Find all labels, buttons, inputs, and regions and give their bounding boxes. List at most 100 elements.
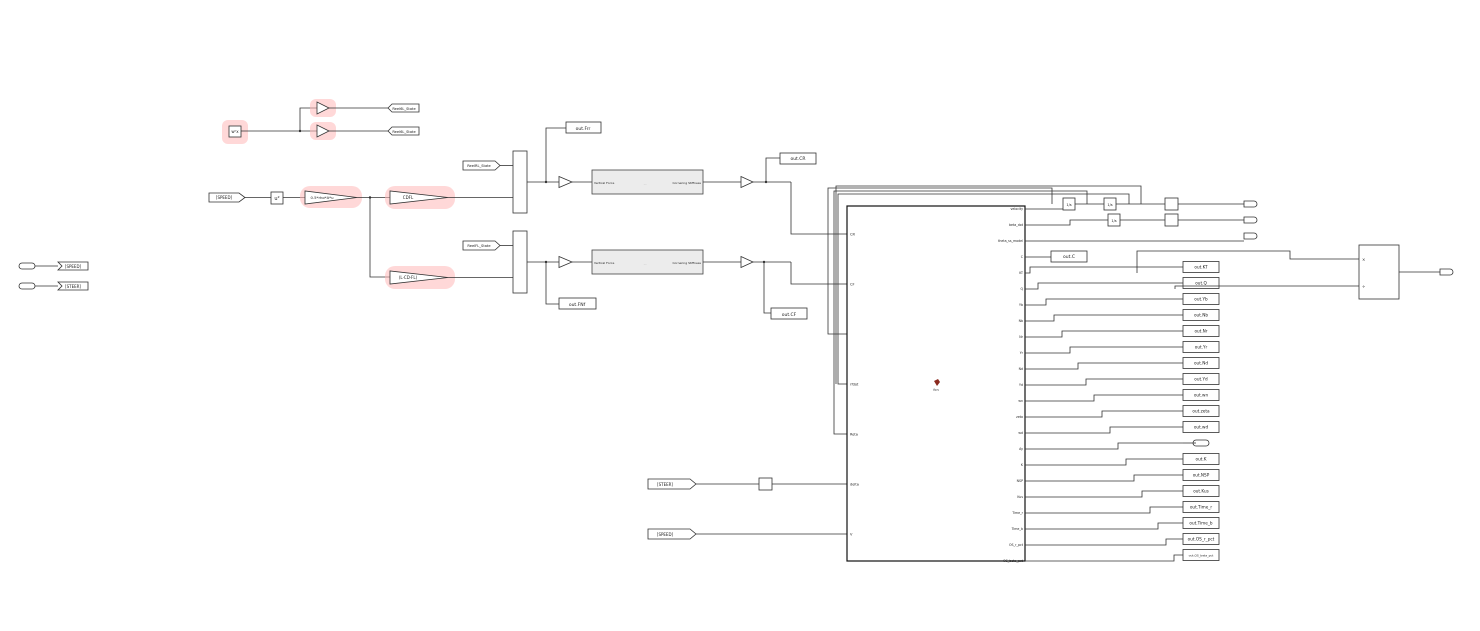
half-rho-gain-label: 0.5*rho*A*u: [311, 195, 335, 200]
output-block[interactable]: [1182, 261, 1220, 273]
front-gain[interactable]: [558, 255, 574, 269]
output-block-label: out.KT: [1194, 265, 1208, 270]
output-block[interactable]: [1182, 533, 1220, 545]
main-output-port: C: [1021, 255, 1024, 259]
rear-gain[interactable]: [558, 175, 574, 189]
out-cf-block[interactable]: out.CF: [770, 307, 808, 320]
main-output-port: theta_ss_model: [998, 239, 1023, 243]
output-block-label: out.Time_r: [1190, 505, 1213, 510]
top-constant-label: wᵉx: [231, 129, 239, 134]
output-block-label: out.Q: [1195, 281, 1207, 286]
main-output-port: velocity: [1011, 207, 1024, 211]
display-block-1[interactable]: [1164, 197, 1179, 211]
terminator-2[interactable]: [1243, 216, 1258, 224]
output-block-label: out.wn: [1194, 393, 1209, 398]
main-output-port: Yr: [1020, 351, 1024, 355]
mux-rear[interactable]: [512, 150, 528, 214]
top-constant-block[interactable]: wᵉx: [222, 120, 248, 144]
terminator-product[interactable]: [1439, 268, 1454, 276]
output-block[interactable]: [1182, 405, 1220, 417]
main-output-port: Nr: [1019, 335, 1023, 339]
output-block-label: out.zeta: [1192, 409, 1210, 414]
out-c-block[interactable]: out.C: [1050, 250, 1088, 263]
rear-out-gain[interactable]: [740, 175, 754, 189]
product-block[interactable]: [1358, 244, 1400, 300]
cdfl-gain[interactable]: CDFL: [385, 186, 455, 209]
display-block-2[interactable]: [1164, 213, 1179, 227]
steer-unit-delay[interactable]: [758, 477, 773, 491]
output-block[interactable]: [1182, 389, 1220, 401]
output-block-label: out.K: [1196, 457, 1207, 462]
cornering-subsystem-rear[interactable]: Vertical Force Cornering Stiffness · ·: [591, 169, 704, 195]
main-center-label: fcn: [933, 388, 938, 392]
front-out-gain[interactable]: [740, 255, 754, 269]
mux-front[interactable]: [512, 230, 528, 294]
output-block-label: out.Yd: [1194, 377, 1208, 382]
main-output-port: wd: [1018, 431, 1023, 435]
out-ffl-block[interactable]: out.FNf: [558, 297, 597, 310]
top-gain-1[interactable]: [310, 99, 336, 117]
goto-reel-state-1[interactable]: Reel6L_State: [387, 103, 420, 113]
main-output-port: Ay: [1019, 447, 1023, 451]
output-block[interactable]: [1182, 309, 1220, 321]
integrator-2-label: 1/s: [1107, 203, 1112, 207]
output-block[interactable]: [1182, 357, 1220, 369]
output-block[interactable]: [1182, 501, 1220, 513]
from-speed-label: [SPEED]: [216, 195, 233, 200]
from-speed2-block[interactable]: [SPEED]: [647, 528, 697, 540]
main-output-port: OS_beta_pct: [1003, 559, 1024, 563]
out-frr-block[interactable]: out.Frr: [565, 121, 602, 134]
output-block[interactable]: [1182, 293, 1220, 305]
left-tag-speed-label: [SPEED]: [65, 264, 82, 269]
output-block[interactable]: [1182, 517, 1220, 529]
main-output-port: Nb: [1019, 319, 1023, 323]
left-tag-speed[interactable]: [SPEED]: [18, 261, 89, 271]
square-block[interactable]: u²: [270, 191, 284, 205]
right-outputs: out.KTout.Qout.Ybout.Nbout.Nrout.Yrout.N…: [1025, 261, 1220, 562]
output-block[interactable]: [1182, 453, 1220, 465]
sub-front-out-label: Cornering Stiffness: [672, 261, 701, 265]
goto-reel-state-2-label: Reel6L_State: [392, 130, 416, 134]
sub-rear-out-label: Cornering Stiffness: [672, 181, 701, 185]
from-reel-rr[interactable]: ReelRL_State: [462, 160, 501, 171]
output-block-label: out.Nb: [1194, 313, 1208, 318]
main-outputs: velocitybeta_dottheta_ss_modelCKTQYbNbNr…: [998, 207, 1024, 563]
output-block[interactable]: [1182, 277, 1220, 289]
output-block[interactable]: [1182, 469, 1220, 481]
out-cr-block[interactable]: out.CR: [779, 152, 817, 165]
terminator-1[interactable]: [1243, 200, 1258, 208]
from-steer-block[interactable]: [STEER]: [647, 478, 697, 490]
top-gain-2[interactable]: [310, 122, 336, 140]
output-block-label: out.Time_b: [1189, 521, 1213, 526]
from-speed-block[interactable]: [SPEED]: [208, 192, 246, 203]
main-output-port: Kus: [1017, 495, 1023, 499]
left-tag-steer[interactable]: [STEER]: [18, 281, 89, 291]
half-rho-gain[interactable]: 0.5*rho*A*u: [300, 186, 362, 208]
output-block[interactable]: [1182, 341, 1220, 353]
output-block[interactable]: [1182, 421, 1220, 433]
main-input-port: CF: [850, 283, 854, 287]
sub-rear-in-label: Vertical Force: [594, 181, 614, 185]
output-block[interactable]: [1182, 373, 1220, 385]
main-input-port: CR: [850, 233, 855, 237]
cdrl-gain[interactable]: (L·CD·FL): [385, 266, 455, 289]
output-block[interactable]: [1182, 485, 1220, 497]
main-output-port: OS_r_pct: [1009, 543, 1024, 547]
main-input-port: Reta: [850, 433, 858, 437]
output-block-label: out.Nr: [1194, 329, 1207, 334]
output-block-label: out.OS_r_pct: [1188, 537, 1215, 542]
terminator-3[interactable]: [1243, 232, 1258, 240]
from-reel-fl[interactable]: ReelFL_State: [462, 240, 501, 251]
output-block[interactable]: [1182, 325, 1220, 337]
output-terminator[interactable]: [1192, 439, 1210, 447]
integrator-3-label: 1/s: [1111, 219, 1116, 223]
cornering-subsystem-front[interactable]: Vertical Force Cornering Stiffness · ·: [591, 249, 704, 275]
output-block[interactable]: [1182, 549, 1220, 561]
main-output-port: KT: [1019, 271, 1023, 275]
from-reel-fl-label: ReelFL_State: [467, 244, 491, 248]
output-block-label: out.Kus: [1193, 489, 1209, 494]
goto-reel-state-2[interactable]: Reel6L_State: [387, 126, 420, 136]
cdfl-gain-label: CDFL: [403, 195, 414, 200]
sub-front-in-label: Vertical Force: [594, 261, 614, 265]
